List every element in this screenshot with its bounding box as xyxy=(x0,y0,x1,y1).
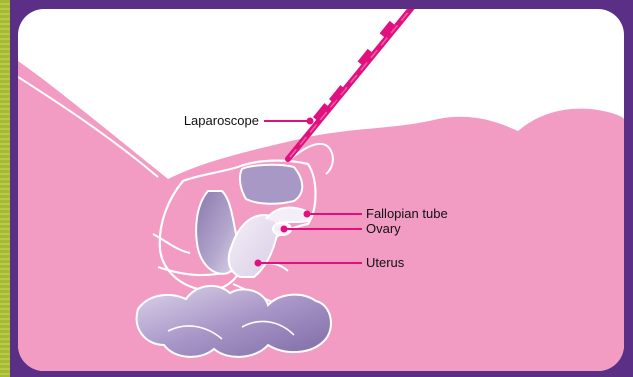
bowel-loops xyxy=(137,286,331,357)
label-ovary: Ovary xyxy=(366,221,401,236)
left-accent-stripe xyxy=(0,0,10,377)
label-fallopian-tube: Fallopian tube xyxy=(366,206,448,221)
gas-pocket xyxy=(240,165,302,204)
laparoscope-leader-dot xyxy=(307,118,314,125)
uterus-leader-dot xyxy=(255,260,262,267)
laparoscopy-diagram: Laparoscope Fallopian tube Ovary Uterus xyxy=(18,9,624,371)
ovary-leader-dot xyxy=(281,226,288,233)
label-uterus: Uterus xyxy=(366,255,405,270)
fallopian-tube-leader-dot xyxy=(304,211,311,218)
illustration-panel: Laparoscope Fallopian tube Ovary Uterus xyxy=(18,9,624,371)
label-laparoscope: Laparoscope xyxy=(184,113,259,128)
